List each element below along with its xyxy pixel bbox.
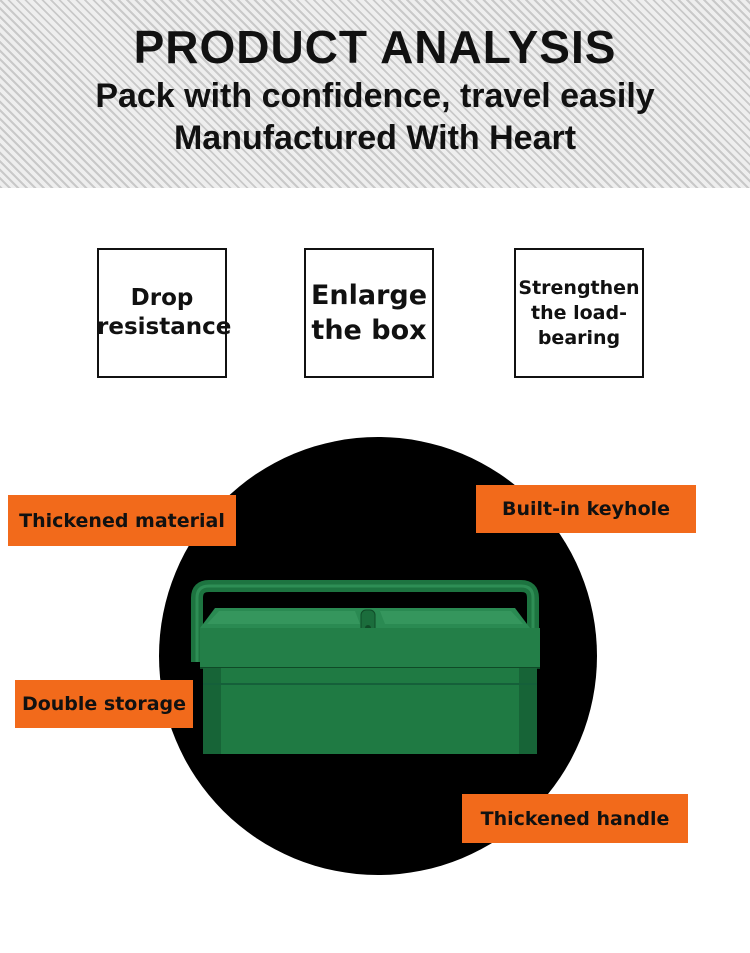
callout-thickened-material: Thickened material (8, 495, 236, 546)
tagline-primary: Pack with confidence, travel easily (95, 77, 655, 115)
feature-label: Drop resistance (97, 285, 232, 340)
callout-thickened-handle: Thickened handle (462, 794, 688, 843)
tagline-secondary: Manufactured With Heart (173, 119, 577, 157)
toolbox-image (191, 580, 540, 754)
feature-label: Strengthen the load-bearing (518, 276, 640, 349)
header-banner: PRODUCT ANALYSIS Pack with confidence, t… (0, 0, 750, 188)
feature-box-load-bearing: Strengthen the load-bearing (514, 248, 644, 378)
callout-built-in-keyhole: Built-in keyhole (476, 485, 696, 533)
callout-double-storage: Double storage (15, 680, 193, 728)
feature-box-drop-resistance: Drop resistance (97, 248, 232, 378)
page-title: PRODUCT ANALYSIS (133, 21, 617, 73)
feature-label: Enlarge the box (310, 280, 428, 346)
feature-box-enlarge: Enlarge the box (304, 248, 434, 378)
